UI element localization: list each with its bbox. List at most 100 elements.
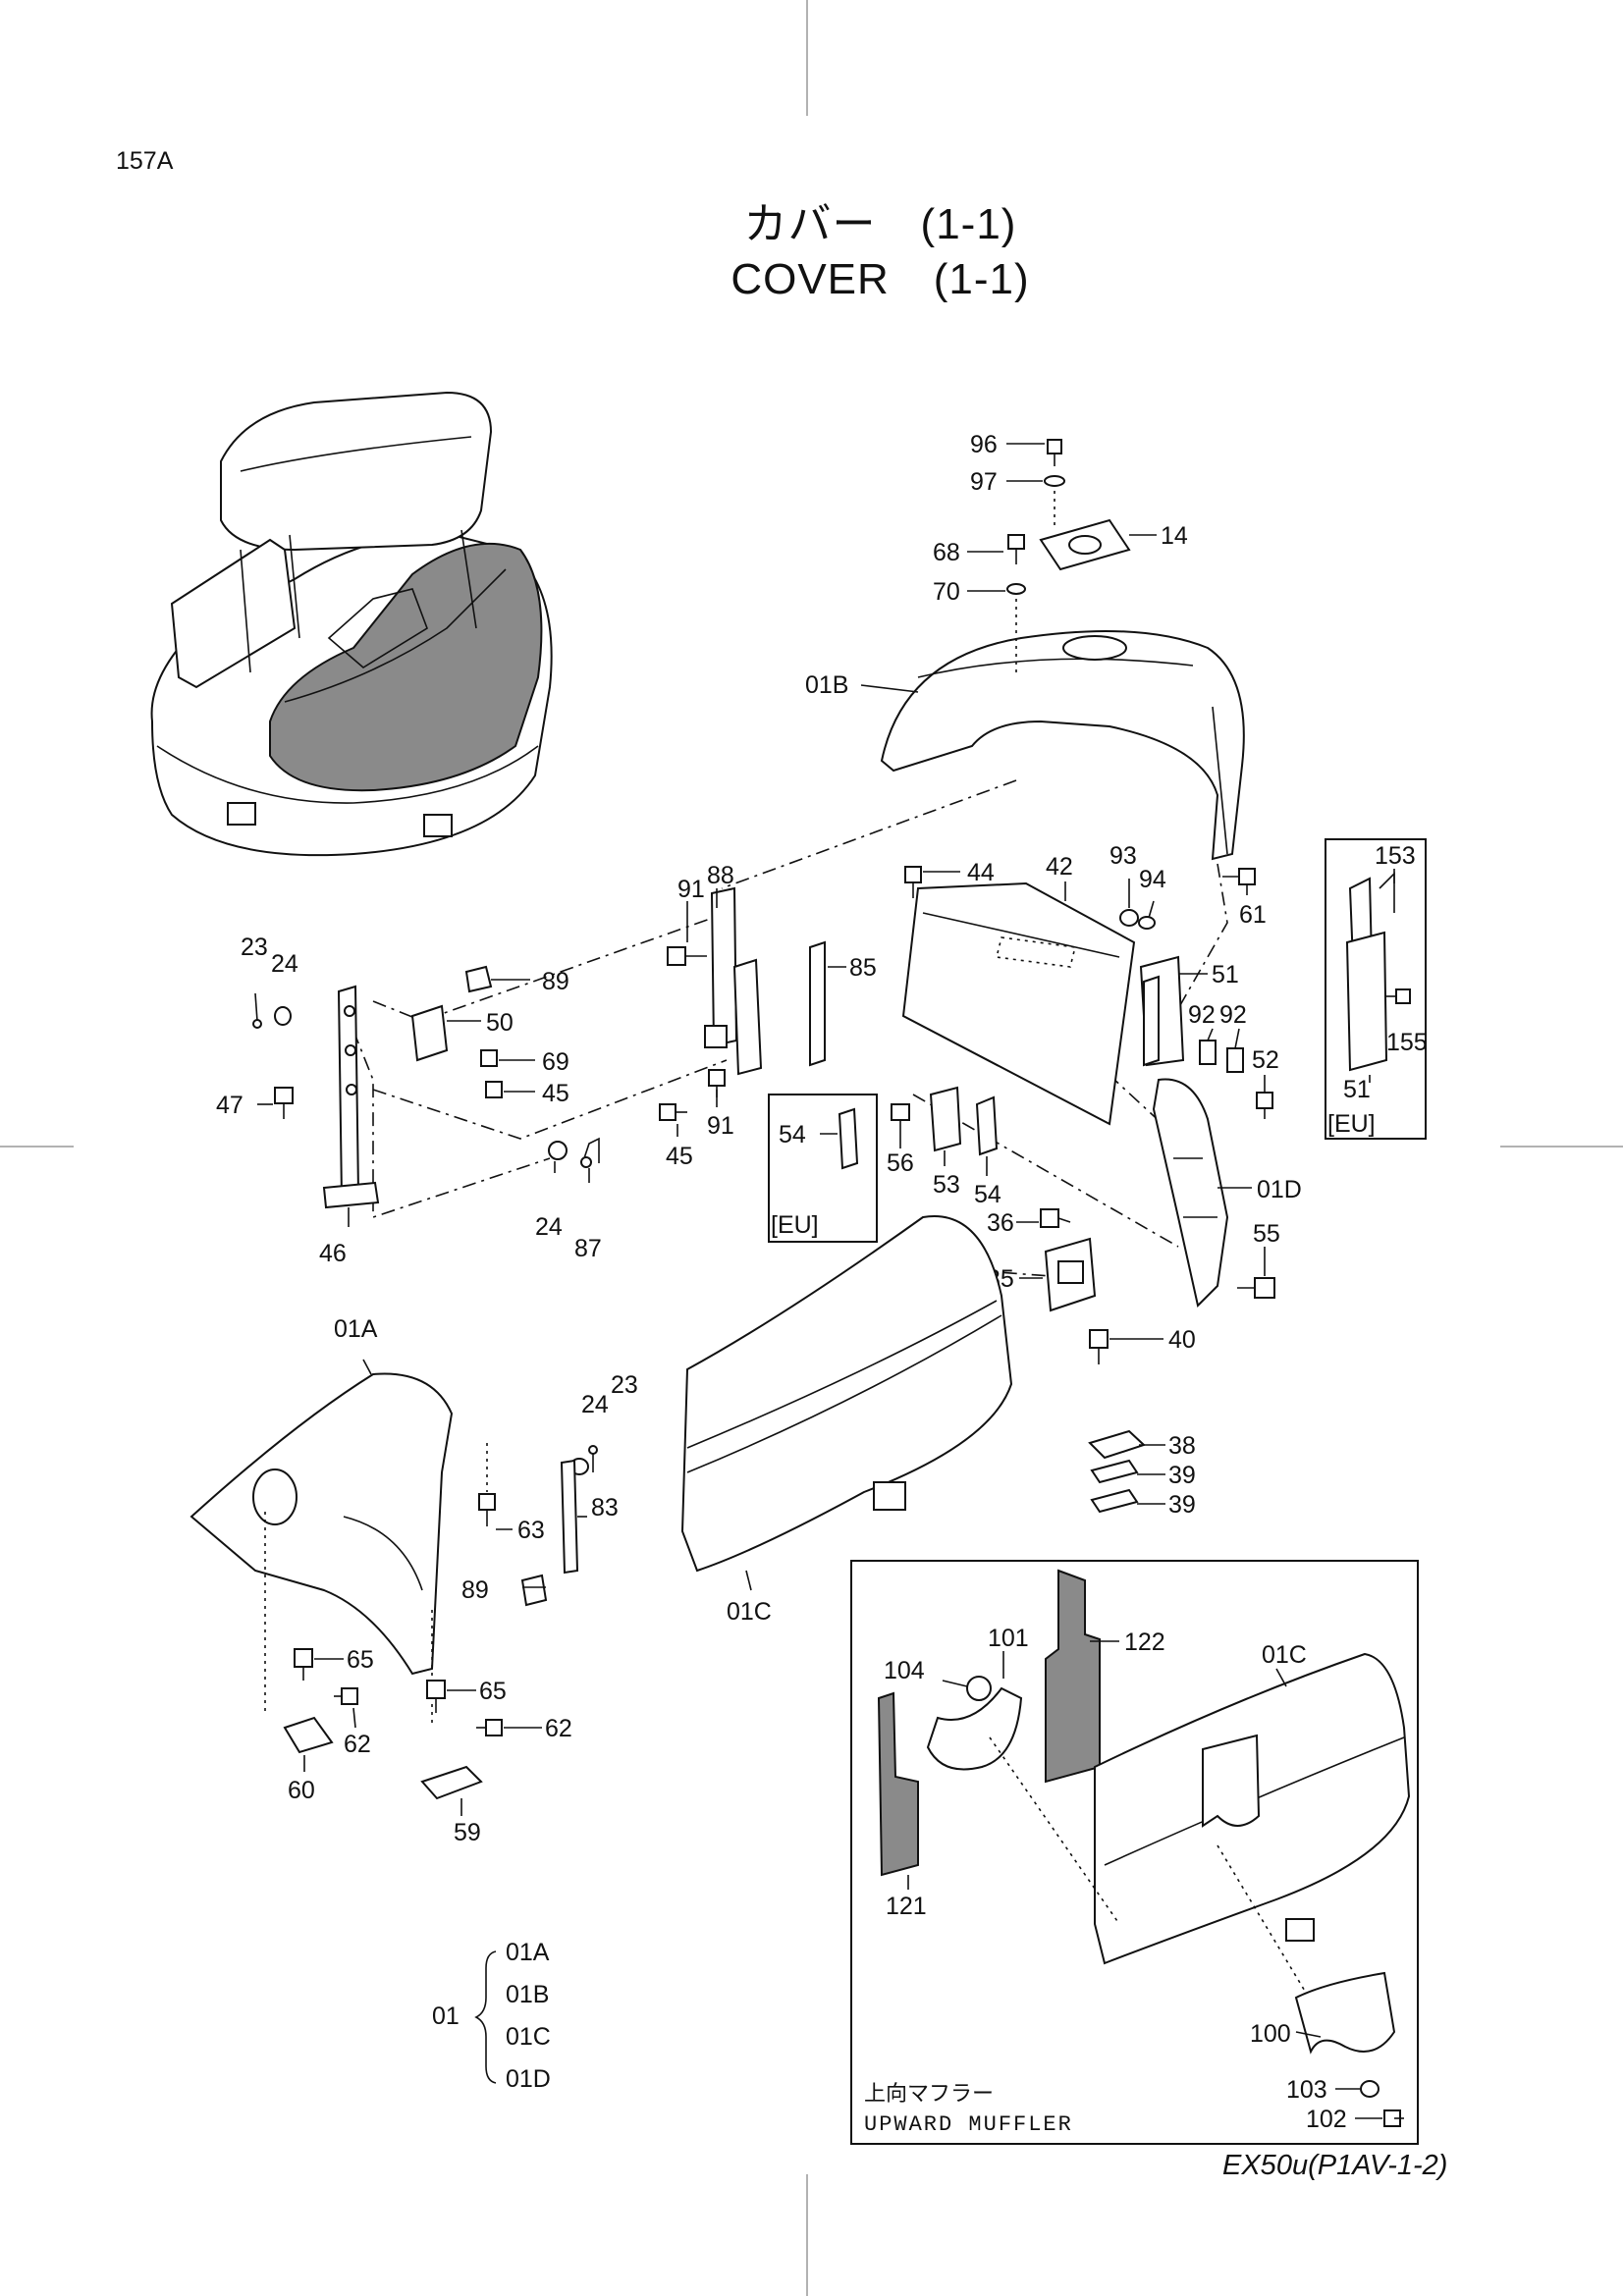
- page-number: 157A: [116, 147, 174, 175]
- callout-87: 87: [574, 1235, 602, 1262]
- latch-35-group: [1040, 1208, 1146, 1514]
- cover-01B-group: [880, 439, 1245, 861]
- leader-lines-01A: [264, 1359, 587, 1723]
- callout-94: 94: [1139, 866, 1166, 893]
- muffler-label-jp: 上向マフラー: [864, 2081, 994, 2106]
- callout-23-b: 23: [611, 1371, 638, 1399]
- callout-91-b: 91: [707, 1112, 734, 1140]
- callout-53: 53: [933, 1171, 960, 1199]
- callout-69: 69: [542, 1048, 569, 1076]
- callout-97: 97: [970, 468, 998, 496]
- legend-item-01A: 01A: [506, 1939, 550, 1966]
- panel-42-group: [901, 866, 1273, 1126]
- callout-70: 70: [933, 578, 960, 606]
- callout-39-b: 39: [1168, 1491, 1196, 1519]
- callout-89-b: 89: [461, 1576, 489, 1604]
- leader-lines-brackets: [303, 1658, 542, 1816]
- callout-62-a: 62: [344, 1731, 371, 1758]
- callout-93: 93: [1109, 842, 1137, 870]
- leader-lines-mid-right: [923, 871, 1266, 1092]
- cover-01A: [189, 1372, 598, 1676]
- callout-51: 51: [1212, 961, 1239, 988]
- callout-01B: 01B: [805, 671, 848, 699]
- callout-45-b: 45: [666, 1143, 693, 1170]
- legend-item-01B: 01B: [506, 1981, 549, 2008]
- leader-lines-top: [860, 443, 1157, 693]
- callout-59: 59: [454, 1819, 481, 1846]
- eu-callout-153: 153: [1375, 842, 1416, 870]
- callout-38: 38: [1168, 1432, 1196, 1460]
- callout-24-c: 24: [581, 1391, 609, 1418]
- legend-item-01D: 01D: [506, 2065, 551, 2093]
- eu-label-1: [EU]: [1327, 1110, 1376, 1138]
- legend-group: 01: [432, 2002, 460, 2030]
- callout-92-a: 92: [1188, 1001, 1216, 1029]
- callout-55: 55: [1253, 1220, 1280, 1248]
- callout-61: 61: [1239, 901, 1267, 929]
- leader-lines-mid-center: [676, 888, 846, 1137]
- callout-01D: 01D: [1257, 1176, 1302, 1203]
- brackets-60-59-group: [283, 1648, 503, 1800]
- callout-39-a: 39: [1168, 1462, 1196, 1489]
- cover-01D: [1152, 1078, 1275, 1308]
- callout-91-a: 91: [677, 876, 705, 903]
- callout-92-b: 92: [1219, 1001, 1247, 1029]
- callout-96: 96: [970, 431, 998, 458]
- eu-callout-51: 51: [1343, 1076, 1371, 1103]
- callout-46: 46: [319, 1240, 347, 1267]
- leader-lines-left-middle: [257, 979, 590, 1227]
- eu-label-2: [EU]: [771, 1211, 819, 1239]
- callout-62-b: 62: [545, 1715, 572, 1742]
- excavator-overview-drawing: [150, 391, 553, 857]
- muffler-callout-01C: 01C: [1262, 1641, 1307, 1669]
- callout-65-b: 65: [479, 1678, 507, 1705]
- callout-44: 44: [967, 859, 995, 886]
- muffler-callout-102: 102: [1306, 2106, 1347, 2133]
- callout-54: 54: [974, 1181, 1001, 1208]
- muffler-callout-104: 104: [884, 1657, 925, 1684]
- muffler-callout-121: 121: [886, 1893, 927, 1920]
- callout-24-a: 24: [271, 950, 298, 978]
- callout-50: 50: [486, 1009, 514, 1037]
- callout-89-a: 89: [542, 968, 569, 995]
- callout-14: 14: [1161, 522, 1188, 550]
- callout-60: 60: [288, 1777, 315, 1804]
- callout-23-a: 23: [241, 934, 268, 961]
- upward-muffler-box: [850, 1560, 1419, 2145]
- eu-box-part-54: [768, 1094, 878, 1243]
- cover-01C: [680, 1215, 1013, 1573]
- muffler-callout-122: 122: [1124, 1629, 1165, 1656]
- callout-36: 36: [987, 1209, 1014, 1237]
- callout-42: 42: [1046, 853, 1073, 881]
- legend-item-01C: 01C: [506, 2023, 551, 2051]
- callout-63: 63: [517, 1517, 545, 1544]
- eu-box-bracket-51: [1325, 838, 1427, 1140]
- muffler-callout-100: 100: [1250, 2020, 1291, 2048]
- eu-callout-155: 155: [1386, 1029, 1428, 1056]
- muffler-callout-103: 103: [1286, 2076, 1327, 2104]
- callout-56: 56: [887, 1149, 914, 1177]
- latch-parts-group: [891, 1086, 999, 1176]
- leader-lines-muffler: [907, 1640, 1382, 2119]
- leader-lines-latch: [1016, 1221, 1165, 1505]
- model-code: EX50u(P1AV-1-2): [1222, 2150, 1448, 2181]
- title-english: COVER (1-1): [730, 255, 1030, 303]
- callout-68: 68: [933, 539, 960, 566]
- callout-01C: 01C: [727, 1598, 772, 1626]
- muffler-callout-101: 101: [988, 1625, 1029, 1652]
- assembly-legend: [474, 1950, 497, 2084]
- callout-52: 52: [1252, 1046, 1279, 1074]
- bracket-88-group: [659, 886, 826, 1121]
- callout-01A: 01A: [334, 1315, 378, 1343]
- muffler-label-en: UPWARD MUFFLER: [864, 2112, 1073, 2137]
- callout-24-b: 24: [535, 1213, 563, 1241]
- eu-callout-54: 54: [779, 1121, 806, 1148]
- leader-lines-01D: [1217, 1187, 1266, 1276]
- callout-65-a: 65: [347, 1646, 374, 1674]
- callout-85: 85: [849, 954, 877, 982]
- callout-45-a: 45: [542, 1080, 569, 1107]
- stay-46-group: [252, 965, 600, 1209]
- callout-40: 40: [1168, 1326, 1196, 1354]
- callout-47: 47: [216, 1092, 243, 1119]
